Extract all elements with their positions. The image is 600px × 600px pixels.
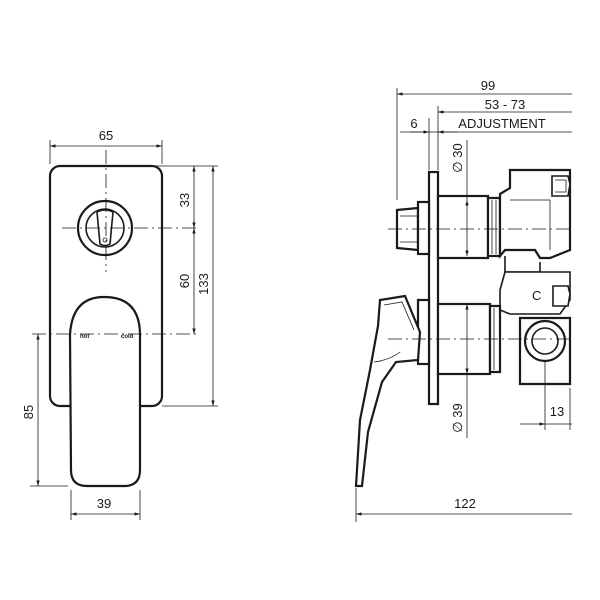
cold-label: cold bbox=[121, 334, 134, 340]
mixer-lever bbox=[68, 295, 142, 488]
side-view: C 99 53 - 7 bbox=[354, 78, 572, 522]
dim-handle-offset-label: 33 bbox=[177, 193, 192, 207]
dim-lever-drop-label: 85 bbox=[21, 405, 36, 419]
dim-center-distance-label: 60 bbox=[177, 274, 192, 288]
dim-plate-height-label: 133 bbox=[196, 273, 211, 295]
dim-total-depth-label: 99 bbox=[481, 78, 495, 93]
side-diverter-knob bbox=[395, 200, 431, 256]
side-cover-plate bbox=[427, 170, 440, 406]
dim-mixer-diameter-label: ∅ 39 bbox=[450, 403, 465, 432]
front-view: hot cold 65 33 60 133 85 39 bbox=[21, 128, 218, 520]
dim-lever-width-label: 39 bbox=[97, 496, 111, 511]
valve-housing: C bbox=[498, 168, 572, 315]
dim-lever-reach-label: 122 bbox=[454, 496, 476, 511]
adjustment-label: ADJUSTMENT bbox=[458, 116, 545, 131]
cold-marker-c: C bbox=[532, 288, 541, 303]
dim-outlet-label: 13 bbox=[550, 404, 564, 419]
diverter-cartridge bbox=[436, 194, 502, 260]
outlet-fitting bbox=[518, 316, 572, 386]
hot-label: hot bbox=[80, 334, 89, 340]
dim-width-label: 65 bbox=[99, 128, 113, 143]
dim-plate-thickness-label: 6 bbox=[410, 116, 417, 131]
dim-diverter-diameter-label: ∅ 30 bbox=[450, 143, 465, 172]
side-mixer-lever bbox=[354, 294, 422, 488]
dim-adjustment-range-label: 53 - 73 bbox=[485, 97, 525, 112]
